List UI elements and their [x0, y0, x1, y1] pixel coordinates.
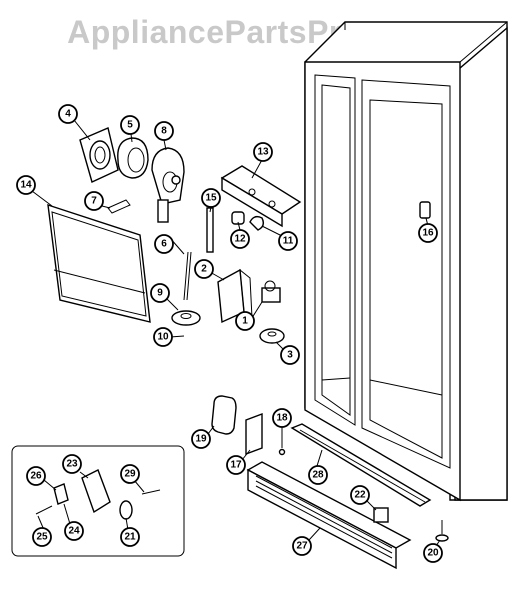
callout-10: 10 — [153, 327, 173, 347]
callout-22: 22 — [350, 485, 370, 505]
callout-label: 20 — [427, 548, 439, 559]
cabinet — [304, 21, 508, 502]
part-3 — [259, 328, 285, 344]
callout-label: 7 — [91, 196, 97, 207]
part-4 — [79, 127, 119, 183]
part-27-grille — [246, 461, 412, 570]
callout-23: 23 — [62, 454, 82, 474]
callout-24: 24 — [64, 521, 84, 541]
callout-label: 29 — [124, 469, 136, 480]
callout-label: 15 — [205, 193, 217, 204]
callout-label: 25 — [36, 532, 48, 543]
callout-21: 21 — [120, 527, 140, 547]
part-9 — [171, 310, 201, 326]
part-13-bracket — [220, 165, 302, 228]
callout-2: 2 — [194, 259, 214, 279]
callout-label: 23 — [66, 459, 78, 470]
callout-9: 9 — [150, 283, 170, 303]
callout-5: 5 — [120, 115, 140, 135]
callout-label: 14 — [20, 180, 32, 191]
callout-25: 25 — [32, 527, 52, 547]
callout-1: 1 — [235, 311, 255, 331]
callout-27: 27 — [292, 536, 312, 556]
callout-11: 11 — [278, 231, 298, 251]
callout-label: 28 — [312, 470, 324, 481]
callout-label: 6 — [161, 239, 167, 250]
callout-label: 4 — [65, 109, 71, 120]
callout-label: 21 — [124, 532, 136, 543]
callout-label: 12 — [234, 234, 246, 245]
callout-label: 27 — [296, 541, 308, 552]
callout-8: 8 — [154, 121, 174, 141]
callout-label: 2 — [201, 264, 207, 275]
part-19 — [211, 395, 237, 435]
callout-label: 11 — [283, 236, 294, 247]
callout-4: 4 — [58, 104, 78, 124]
callout-6: 6 — [154, 234, 174, 254]
part-18 — [278, 430, 286, 456]
part-14-panel — [47, 203, 151, 323]
callout-17: 17 — [226, 455, 246, 475]
callout-label: 3 — [287, 350, 293, 361]
callout-label: 9 — [157, 288, 163, 299]
part-2 — [217, 268, 253, 324]
callout-15: 15 — [201, 188, 221, 208]
part-22 — [373, 507, 389, 523]
callout-label: 24 — [68, 526, 80, 537]
callout-label: 1 — [242, 316, 248, 327]
part-5 — [117, 137, 149, 179]
callout-7: 7 — [84, 191, 104, 211]
callout-14: 14 — [16, 175, 36, 195]
callout-label: 18 — [276, 413, 288, 424]
callout-29: 29 — [120, 464, 140, 484]
inset-box — [11, 445, 185, 557]
callout-12: 12 — [230, 229, 250, 249]
callout-label: 26 — [30, 471, 42, 482]
callout-label: 16 — [422, 228, 434, 239]
callout-20: 20 — [423, 543, 443, 563]
part-6 — [183, 251, 192, 301]
callout-label: 8 — [161, 126, 167, 137]
callout-16: 16 — [418, 223, 438, 243]
part-8 — [151, 147, 185, 223]
callout-label: 22 — [354, 490, 366, 501]
part-1 — [261, 280, 281, 303]
callout-26: 26 — [26, 466, 46, 486]
callout-label: 17 — [230, 460, 242, 471]
part-12-11 — [231, 211, 265, 231]
callout-13: 13 — [253, 142, 273, 162]
callout-label: 10 — [157, 332, 169, 343]
part-17 — [245, 412, 263, 456]
callout-19: 19 — [191, 429, 211, 449]
part-7 — [107, 199, 131, 214]
callout-label: 13 — [257, 147, 269, 158]
part-28-rail — [290, 423, 432, 507]
callout-label: 5 — [127, 120, 133, 131]
callout-3: 3 — [280, 345, 300, 365]
callout-18: 18 — [272, 408, 292, 428]
callout-label: 19 — [195, 434, 207, 445]
part-15 — [206, 207, 214, 253]
callout-28: 28 — [308, 465, 328, 485]
part-20-leveler — [435, 520, 449, 542]
